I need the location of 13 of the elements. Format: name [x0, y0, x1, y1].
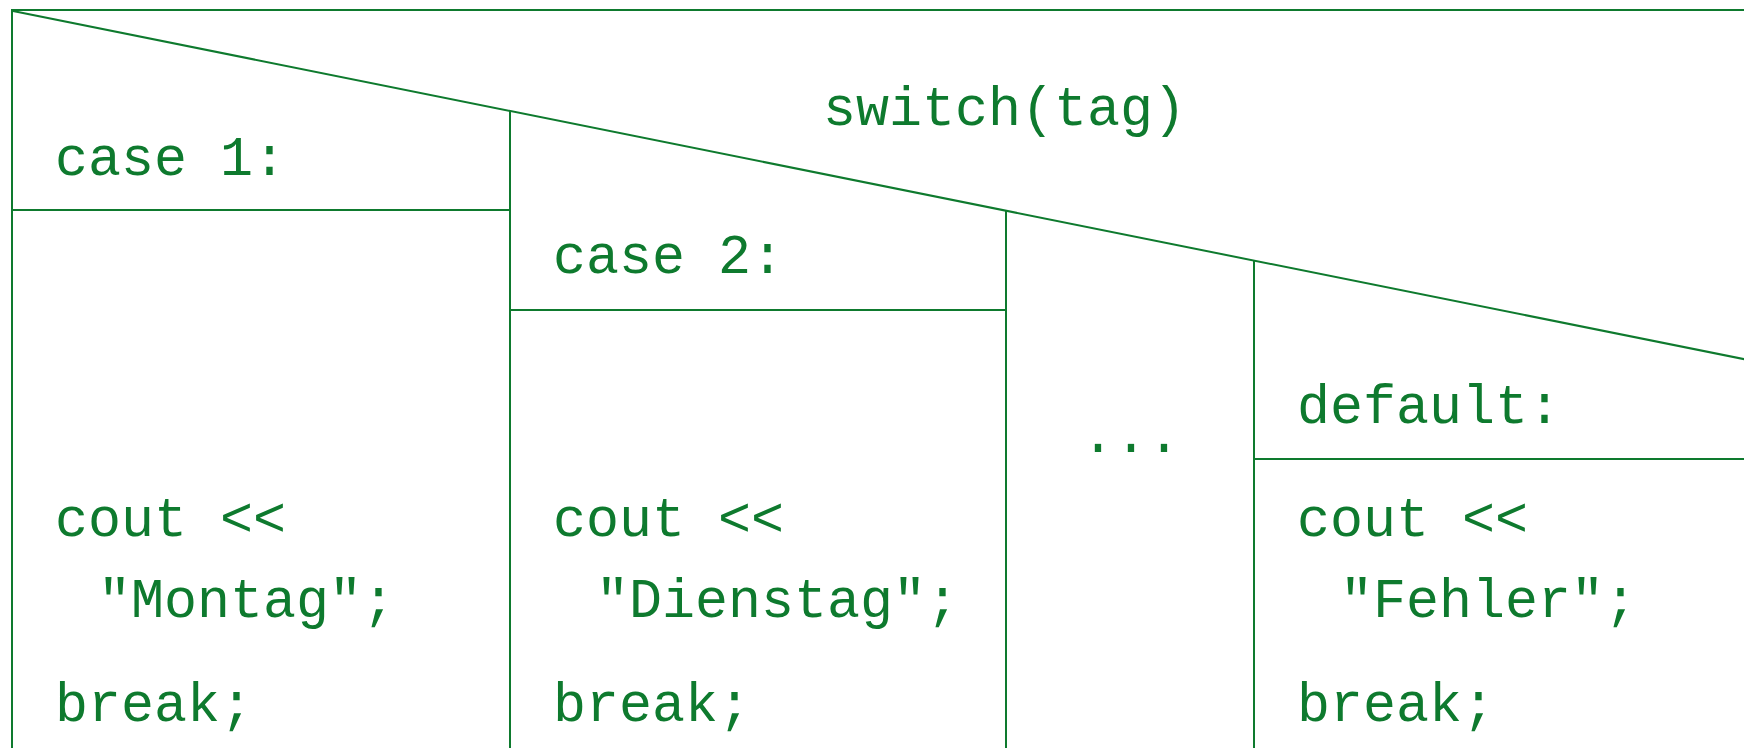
- ellipsis-text: ...: [1080, 406, 1182, 470]
- case-label: default:: [1297, 377, 1562, 441]
- code-statement: break;: [55, 675, 254, 739]
- case-label: case 1:: [55, 129, 287, 193]
- case-column: [1253, 261, 1744, 748]
- code-statement: break;: [1297, 675, 1496, 739]
- case-label: case 2:: [553, 227, 785, 291]
- code-statement: cout << "Fehler";: [1297, 489, 1638, 636]
- code-statement: break;: [553, 675, 752, 739]
- code-statement: cout << "Dienstag";: [553, 489, 960, 636]
- switch-condition: switch(tag): [823, 79, 1187, 143]
- switch-block: [11, 9, 1744, 748]
- code-statement: cout << "Montag";: [55, 489, 396, 636]
